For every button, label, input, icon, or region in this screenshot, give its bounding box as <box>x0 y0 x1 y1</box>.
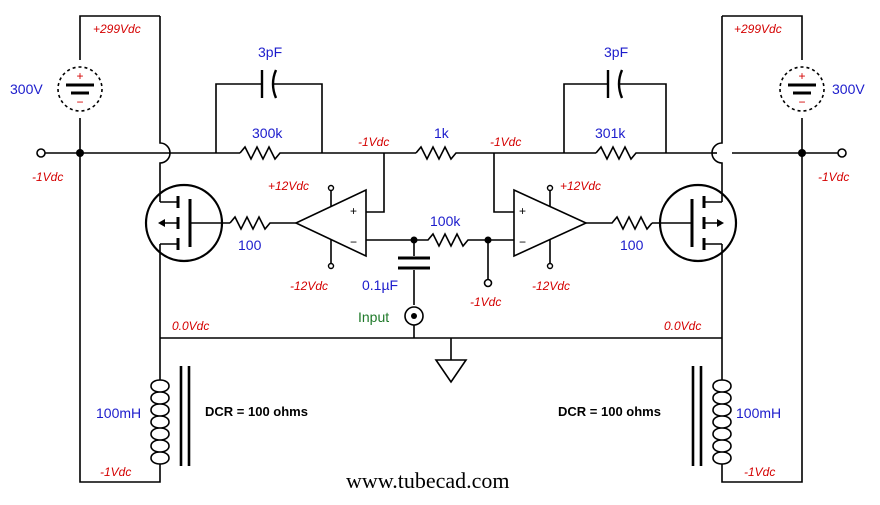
center-input-network <box>398 232 514 338</box>
mid-left-node-voltage: -1Vdc <box>358 135 389 149</box>
input-label: Input <box>358 309 389 325</box>
right-mosfet <box>652 183 738 263</box>
battery-minus-left: − <box>76 95 83 109</box>
feedback-resistor-right-label: 301k <box>595 125 626 141</box>
battery-minus-right: − <box>798 95 805 109</box>
right-inductor-label: 100mH <box>736 405 781 421</box>
left-dcr-label: DCR = 100 ohms <box>205 404 308 419</box>
left-ground-voltage: 0.0Vdc <box>172 319 209 333</box>
right-opamp-neg-supply: -12Vdc <box>532 279 570 293</box>
top-signal-line <box>160 145 717 161</box>
input-resistor-label: 100k <box>430 213 461 229</box>
left-opamp-neg-supply: -12Vdc <box>290 279 328 293</box>
right-opamp: + − <box>493 153 588 270</box>
battery-plus-right: + <box>798 69 805 83</box>
bias-node-voltage: -1Vdc <box>470 295 501 309</box>
right-bottom-voltage: -1Vdc <box>744 465 775 479</box>
left-bottom-voltage: -1Vdc <box>100 465 131 479</box>
bridge-resistor-label: 1k <box>434 125 450 141</box>
right-gate-resistor-label: 100 <box>620 237 644 253</box>
right-supply-rail <box>711 15 803 483</box>
right-output-voltage: -1Vdc <box>818 170 849 184</box>
battery-plus-left: + <box>76 69 83 83</box>
right-gate-resistor <box>586 215 653 231</box>
left-opamp: + − <box>294 153 414 270</box>
right-ground-voltage: 0.0Vdc <box>664 319 701 333</box>
left-output-voltage: -1Vdc <box>32 170 63 184</box>
right-opamp-minus: − <box>519 235 526 249</box>
left-output-terminal <box>36 148 160 158</box>
right-battery-label: 300V <box>832 81 865 97</box>
left-gate-resistor-label: 100 <box>238 237 262 253</box>
input-capacitor-label: 0.1µF <box>362 277 398 293</box>
feedback-resistor-left-label: 300k <box>252 125 283 141</box>
website-watermark: www.tubecad.com <box>346 468 510 493</box>
left-capacitor-label: 3pF <box>258 44 282 60</box>
right-inductor <box>691 366 732 470</box>
right-opamp-plus: + <box>519 204 526 218</box>
left-feedback-capacitor <box>215 69 323 153</box>
left-battery-symbol: + − <box>57 66 103 112</box>
left-opamp-minus: − <box>350 235 357 249</box>
left-mosfet <box>144 183 230 263</box>
left-gate-resistor <box>229 215 296 231</box>
mid-right-node-voltage: -1Vdc <box>490 135 521 149</box>
left-battery-label: 300V <box>10 81 43 97</box>
right-feedback-capacitor <box>563 69 667 153</box>
left-opamp-pos-supply: +12Vdc <box>268 179 309 193</box>
right-opamp-pos-supply: +12Vdc <box>560 179 601 193</box>
left-inductor <box>150 366 191 470</box>
ground-bus <box>160 337 722 384</box>
right-dcr-label: DCR = 100 ohms <box>558 404 661 419</box>
right-capacitor-label: 3pF <box>604 44 628 60</box>
left-supply-voltage: +299Vdc <box>93 22 141 36</box>
right-supply-voltage: +299Vdc <box>734 22 782 36</box>
right-battery-symbol: + − <box>779 66 825 112</box>
left-opamp-plus: + <box>350 204 357 218</box>
left-inductor-label: 100mH <box>96 405 141 421</box>
right-output-terminal <box>732 148 847 158</box>
